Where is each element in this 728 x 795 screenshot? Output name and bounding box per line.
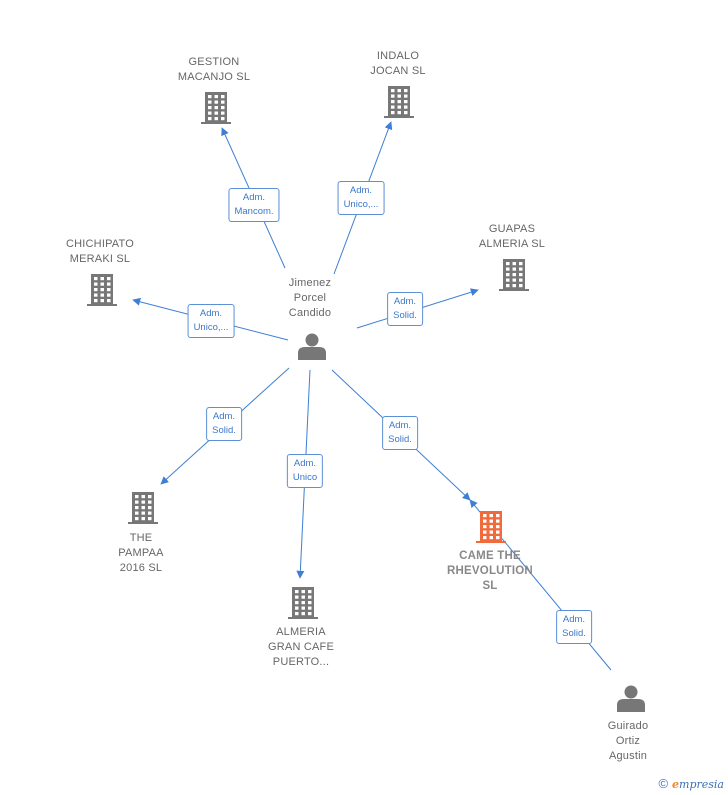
- edge-label-line: Solid.: [388, 434, 412, 445]
- node-label-line: RHEVOLUTION: [447, 565, 533, 577]
- node-label-came[interactable]: CAME THE RHEVOLUTION SL: [447, 549, 533, 594]
- edge-label-jimenez-almeria[interactable]: Adm. Unico: [286, 454, 324, 488]
- edge-label-jimenez-gestion[interactable]: Adm. Mancom.: [228, 188, 280, 222]
- building-icon-came[interactable]: [476, 511, 506, 543]
- edge-label-line: Adm.: [562, 614, 586, 625]
- node-label-line: INDALO: [376, 50, 420, 62]
- node-label-pampaa[interactable]: THE PAMPAA 2016 SL: [118, 531, 163, 576]
- node-label-line: CAME THE: [459, 550, 521, 562]
- building-icon-guapas[interactable]: [499, 259, 529, 291]
- node-label-line: MERAKI SL: [69, 253, 131, 265]
- edge-label-line: Solid.: [562, 628, 586, 639]
- node-label-almeria[interactable]: ALMERIA GRAN CAFE PUERTO...: [268, 625, 334, 670]
- building-icon-pampaa[interactable]: [128, 492, 158, 524]
- edge-label-line: Adm.: [388, 420, 412, 431]
- node-label-line: Ortiz: [615, 735, 641, 747]
- node-label-line: SL: [482, 580, 498, 592]
- node-label-line: GESTION: [188, 56, 240, 68]
- node-label-line: Guirado: [607, 720, 649, 732]
- edge-label-line: Adm.: [349, 185, 373, 196]
- edge-label-line: Unico: [292, 472, 318, 483]
- edge-label-line: Adm.: [212, 411, 236, 422]
- footer-brand[interactable]: ©empresia: [658, 776, 724, 791]
- edge-label-jimenez-pampaa[interactable]: Adm. Solid.: [206, 407, 242, 441]
- node-label-line: 2016 SL: [119, 562, 163, 574]
- edge-label-line: Solid.: [212, 425, 236, 436]
- edge-label-line: Unico,...: [343, 199, 379, 210]
- node-label-indalo[interactable]: INDALO JOCAN SL: [370, 49, 425, 79]
- node-label-line: MACANJO SL: [177, 71, 251, 83]
- edge-label-line: Mancom.: [234, 206, 274, 217]
- edge-label-line: Adm.: [393, 296, 417, 307]
- icons-layer: [87, 86, 645, 712]
- node-label-line: Jimenez: [288, 277, 332, 289]
- edge-label-jimenez-came[interactable]: Adm. Solid.: [382, 416, 418, 450]
- edge-label-line: Adm.: [293, 458, 317, 469]
- building-icon-gestion[interactable]: [201, 92, 231, 124]
- node-label-line: PUERTO...: [272, 656, 330, 668]
- edge-label-jimenez-chichipato[interactable]: Adm. Unico,...: [187, 304, 235, 338]
- node-label-line: Agustin: [608, 750, 648, 762]
- node-label-line: JOCAN SL: [370, 65, 426, 77]
- node-label-line: Candido: [288, 307, 332, 319]
- building-icon-chichipato[interactable]: [87, 274, 117, 306]
- node-label-line: GRAN CAFE: [268, 641, 334, 653]
- brand-logo: empresia: [672, 778, 724, 791]
- node-label-line: GUAPAS: [488, 223, 536, 235]
- node-label-chichipato[interactable]: CHICHIPATO MERAKI SL: [66, 237, 134, 267]
- building-icon-almeria[interactable]: [288, 587, 318, 619]
- edge-label-line: Unico,...: [193, 322, 229, 333]
- person-icon-guirado[interactable]: [617, 685, 645, 713]
- edge-label-line: Adm.: [199, 308, 223, 319]
- edge-label-line: Solid.: [393, 310, 417, 321]
- node-label-gestion[interactable]: GESTION MACANJO SL: [178, 55, 250, 85]
- building-icon-indalo[interactable]: [384, 86, 414, 118]
- node-label-guapas[interactable]: GUAPAS ALMERIA SL: [479, 222, 545, 252]
- edge-label-line: Adm.: [242, 192, 266, 203]
- edge-label-guirado-came[interactable]: Adm. Solid.: [556, 610, 592, 644]
- node-label-line: ALMERIA SL: [478, 238, 546, 250]
- node-label-line: THE: [129, 532, 153, 544]
- node-label-line: CHICHIPATO: [65, 238, 135, 250]
- edge-label-jimenez-indalo[interactable]: Adm. Unico,...: [337, 181, 385, 215]
- person-icon-jimenez[interactable]: [298, 333, 326, 361]
- node-label-line: Porcel: [293, 292, 327, 304]
- node-label-line: PAMPAA: [118, 547, 164, 559]
- copyright-symbol: ©: [658, 776, 669, 791]
- node-label-line: ALMERIA: [276, 626, 326, 638]
- edge-label-jimenez-guapas[interactable]: Adm. Solid.: [387, 292, 423, 326]
